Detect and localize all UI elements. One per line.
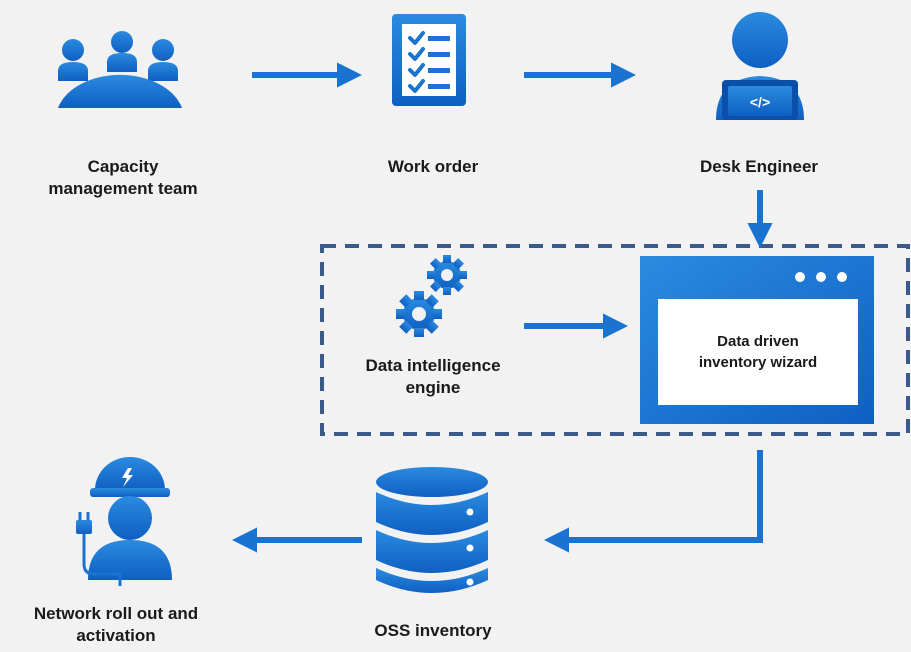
field-technician-icon xyxy=(76,457,172,586)
arrow-wizard-to-oss xyxy=(543,450,763,553)
label-work-order: Work order xyxy=(387,157,479,176)
label-network-rollout: Network roll out and activation xyxy=(33,604,199,645)
svg-text:</>: </> xyxy=(750,94,770,110)
label-desk-engineer: Desk Engineer xyxy=(699,157,819,176)
database-icon xyxy=(376,467,488,593)
team-icon xyxy=(58,31,182,108)
checklist-icon xyxy=(392,14,466,106)
label-inventory-wizard: Data driven inventory wizard xyxy=(698,333,818,371)
label-data-intelligence-engine: Data intelligence engine xyxy=(365,356,501,397)
label-oss-inventory: OSS inventory xyxy=(374,621,492,640)
label-capacity-team: Capacity management team xyxy=(48,157,198,198)
browser-window-icon xyxy=(640,256,874,424)
gears-icon xyxy=(396,255,467,337)
engine-wizard-group-border xyxy=(320,244,910,436)
engineer-laptop-icon: </> xyxy=(716,12,804,120)
